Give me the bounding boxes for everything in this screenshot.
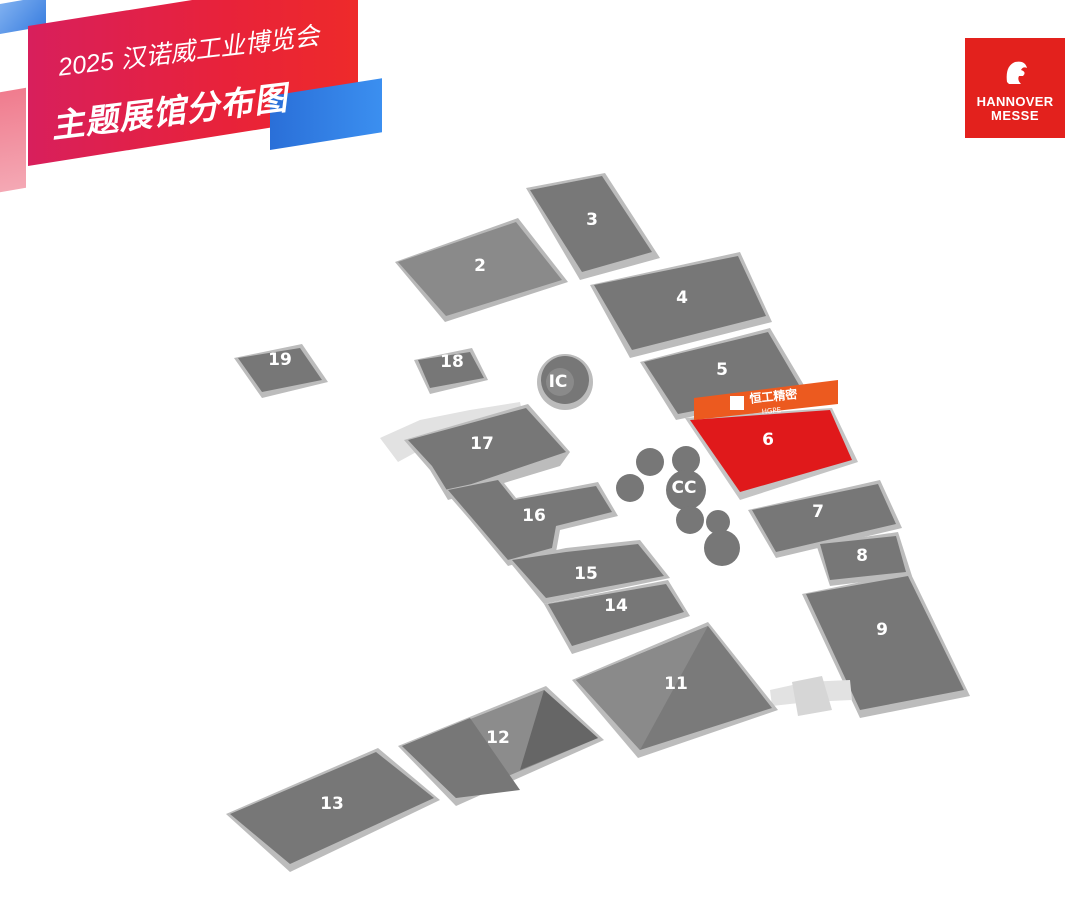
hall-11-label: 11 [664,674,688,694]
hall-17-label: 17 [470,434,494,454]
hall-4[interactable]: 4 [590,252,772,358]
hall-6[interactable]: 6 [685,408,858,500]
hall-17[interactable]: 17 [380,402,570,500]
hannover-messe-head-icon [1006,61,1027,84]
hall-11[interactable]: 11 [572,622,778,758]
company-name-cn: 恒工精密 [749,386,798,406]
hall-4-label: 4 [676,288,688,308]
cc-label: CC [672,478,697,498]
hall-3-label: 3 [586,210,598,230]
hall-2-label: 2 [474,256,486,276]
hall-15-label: 15 [574,564,598,584]
hall-6-label: 6 [762,430,774,450]
hall-14[interactable]: 14 [544,580,690,654]
hall-12[interactable]: 12 [398,686,604,806]
hall-12-label: 12 [486,728,510,748]
hall-19[interactable]: 19 [234,344,328,398]
hall-18-label: 18 [440,352,464,372]
hall-18[interactable]: 18 [414,348,488,394]
logo-text-hannover: HANNOVER [976,94,1054,109]
cc-building[interactable]: CC [616,446,740,566]
hall-19-label: 19 [268,350,292,370]
hall-5-label: 5 [716,360,728,380]
hall-13-label: 13 [320,794,344,814]
logo-text-messe: MESSE [990,108,1039,123]
hall-16[interactable]: 16 [444,478,618,566]
hall-15[interactable]: 15 [508,540,670,604]
hall-2[interactable]: 2 [395,218,568,322]
hgpe-logo-icon [730,396,744,410]
hall-14-label: 14 [604,596,628,616]
hall-9-label: 9 [876,620,888,640]
walkway-connector [770,676,852,716]
hall-8[interactable]: 8 [816,532,912,586]
hall-13[interactable]: 13 [226,748,440,872]
company-tag[interactable]: 恒工精密 HGPE [694,380,838,420]
hall-16-label: 16 [522,506,546,526]
hannover-messe-logo: HANNOVER MESSE [965,38,1065,138]
ic-label: IC [549,372,568,392]
hall-7-label: 7 [812,502,824,522]
company-name-en: HGPE [761,406,781,416]
hall-3[interactable]: 3 [526,173,660,280]
hall-8-label: 8 [856,546,868,566]
ic-building[interactable]: IC [537,354,593,410]
hall-7[interactable]: 7 [748,480,902,558]
